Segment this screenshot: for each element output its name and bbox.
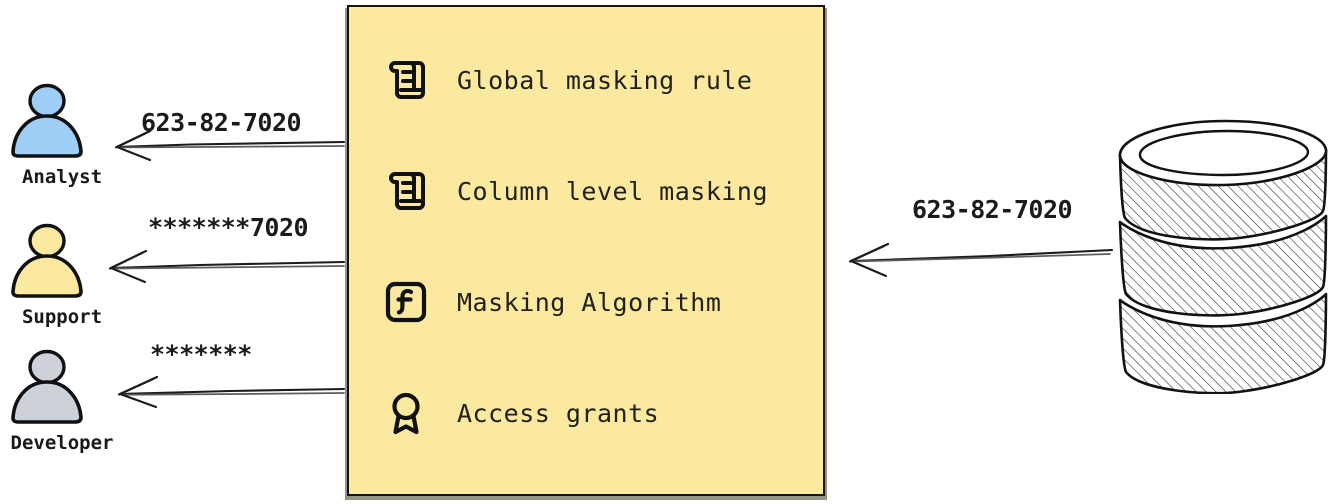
person-icon xyxy=(11,223,83,298)
policy-item-masking-algorithm[interactable]: Masking Algorithm xyxy=(379,273,823,331)
actor-label-support: Support xyxy=(21,306,103,328)
policy-item-global-masking-rule[interactable]: Global masking rule xyxy=(379,51,823,109)
function-icon xyxy=(379,275,433,329)
person-icon xyxy=(11,349,83,424)
actor-analyst: Analyst xyxy=(2,82,122,188)
policy-item-label: Global masking rule xyxy=(457,65,753,95)
database-cylinder-icon: .dbl { fill:none; stroke:#121212; stroke… xyxy=(1110,118,1336,395)
arrow-to-support xyxy=(108,249,346,284)
flow-value-developer: ******* xyxy=(150,340,252,369)
person-icon xyxy=(11,83,83,158)
policy-item-label: Access grants xyxy=(457,398,660,428)
policy-item-column-level-masking[interactable]: Column level masking xyxy=(379,162,823,220)
policy-item-access-grants[interactable]: Access grants xyxy=(379,384,823,442)
scroll-icon xyxy=(379,164,433,218)
award-icon xyxy=(379,386,433,440)
flow-value-analyst: 623-82-7020 xyxy=(141,108,302,137)
actor-label-analyst: Analyst xyxy=(21,166,103,188)
policy-list: Global masking rule Column level masking xyxy=(379,51,823,442)
policy-item-label: Column level masking xyxy=(457,176,769,206)
actor-label-developer: Developer xyxy=(10,432,114,454)
flow-value-source: 623-82-7020 xyxy=(912,195,1073,224)
arrow-from-database xyxy=(848,242,1114,278)
actor-developer: Developer xyxy=(2,348,122,454)
policy-panel: Global masking rule Column level masking xyxy=(347,5,825,496)
actor-support: Support xyxy=(2,222,122,328)
flow-value-support: *******7020 xyxy=(148,213,309,242)
policy-item-label: Masking Algorithm xyxy=(457,287,722,317)
arrow-to-developer xyxy=(117,375,346,409)
scroll-icon xyxy=(379,53,433,107)
arrow-to-analyst xyxy=(114,129,346,162)
